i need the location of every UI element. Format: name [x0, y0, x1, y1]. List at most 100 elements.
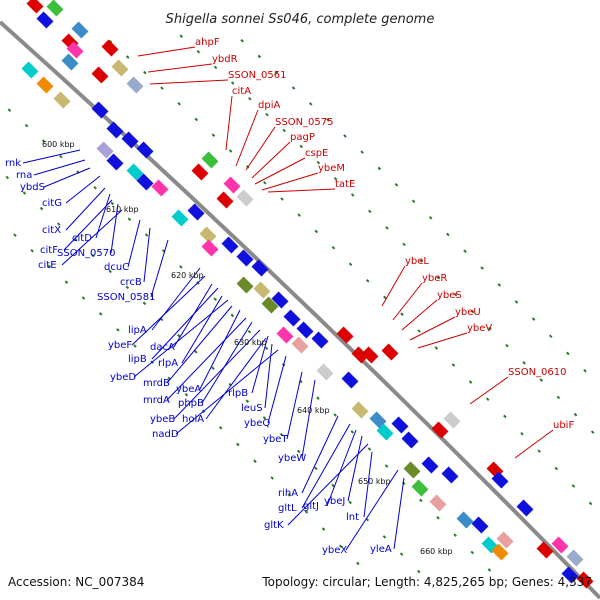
tick-mark — [419, 259, 424, 263]
leader-line — [267, 355, 287, 424]
gene-block — [296, 321, 314, 339]
leader-line — [151, 267, 201, 331]
leader-line — [363, 451, 373, 518]
gene-block — [71, 21, 89, 39]
tick-mark — [488, 326, 492, 331]
gene-block — [401, 431, 419, 449]
gene-block — [151, 179, 169, 197]
tick-mark — [39, 206, 44, 211]
gene-block — [101, 39, 119, 57]
tick-mark — [531, 317, 536, 321]
leader-line — [251, 141, 291, 179]
scale-labels: 600 kbp 610 kbp 620 kbp 630 kbp 640 kbp … — [42, 140, 453, 556]
tick-mark — [304, 510, 309, 514]
tick-mark — [125, 55, 130, 59]
gene-block — [106, 153, 124, 171]
tick-mark — [30, 248, 34, 253]
gene-label: cspE — [305, 148, 328, 159]
leader-line — [301, 415, 339, 494]
gene-label: SSON_0581 — [97, 292, 156, 303]
gene-block — [491, 471, 509, 489]
leader-line — [133, 299, 229, 378]
gene-block — [136, 173, 154, 191]
leader-line — [199, 309, 241, 390]
gene-label: SSON_0561 — [228, 70, 287, 81]
tick-mark — [520, 431, 524, 436]
tick-mark — [291, 86, 296, 90]
gene-label: ybeR — [422, 273, 447, 284]
leader-line — [392, 282, 423, 321]
leader-line — [147, 63, 213, 73]
gene-block — [91, 101, 109, 119]
tick-marks — [5, 34, 595, 574]
tick-mark — [143, 70, 147, 75]
gene-block — [551, 536, 569, 554]
tick-mark — [428, 216, 433, 220]
tick-mark — [419, 498, 423, 503]
tick-mark — [245, 399, 250, 403]
gene-label: lipA — [128, 325, 147, 336]
gene-label: ybeX — [322, 545, 347, 556]
gene-block — [351, 401, 369, 419]
tick-mark — [505, 343, 509, 348]
leader-line — [151, 287, 219, 360]
gene-block — [283, 309, 301, 327]
gene-block — [236, 189, 254, 207]
tick-mark — [331, 483, 335, 488]
leader-line — [173, 329, 261, 420]
leader-line — [127, 219, 141, 268]
gene-label-leaders — [22, 46, 554, 551]
gene-block — [421, 456, 439, 474]
tick-mark — [22, 191, 27, 195]
tick-mark — [196, 49, 201, 54]
tick-mark — [213, 297, 217, 301]
gene-block — [136, 141, 154, 159]
tick-mark — [348, 500, 352, 505]
leader-line — [143, 227, 151, 283]
tick-mark — [282, 128, 286, 133]
tick-mark — [385, 226, 389, 230]
leader-line — [149, 79, 229, 85]
gene-block — [253, 281, 271, 299]
leader-line — [131, 275, 206, 346]
tick-mark — [176, 333, 181, 338]
gene-label: ybeU — [455, 307, 481, 318]
tick-mark — [566, 351, 570, 356]
leader-line — [264, 343, 273, 409]
leader-line — [175, 349, 279, 435]
gene-label: ahpF — [195, 37, 220, 48]
gene-block — [126, 163, 144, 181]
leader-line — [381, 265, 406, 307]
gene-block — [431, 421, 449, 439]
leader-line — [137, 46, 196, 57]
tick-mark — [360, 150, 364, 154]
gene-block — [199, 226, 217, 244]
leader-line — [301, 379, 316, 459]
tick-mark — [314, 466, 318, 471]
gene-label: ybeD — [110, 372, 136, 383]
tick-mark — [436, 276, 441, 280]
tick-mark — [264, 346, 269, 351]
gene-label: SSON_0610 — [508, 367, 567, 378]
gene-label: ybeS — [437, 290, 462, 301]
leader-line — [514, 429, 554, 459]
tick-mark — [497, 283, 502, 287]
leader-line — [22, 149, 81, 164]
gene-label: citG — [42, 198, 62, 209]
tick-mark — [485, 397, 490, 401]
tick-mark — [326, 118, 330, 122]
tick-mark — [56, 222, 61, 226]
tick-mark — [262, 416, 267, 420]
gene-block — [471, 516, 489, 534]
leader-line — [401, 299, 438, 331]
gene-block — [429, 494, 447, 512]
gene-block — [456, 511, 474, 529]
leader-line — [225, 95, 233, 151]
gene-label: holA — [182, 414, 204, 425]
tick-mark — [343, 134, 347, 138]
tick-mark — [539, 378, 544, 382]
tick-mark — [230, 313, 235, 318]
gene-label: crcB — [120, 277, 142, 288]
leader-line — [254, 157, 306, 185]
tick-mark — [453, 533, 457, 537]
